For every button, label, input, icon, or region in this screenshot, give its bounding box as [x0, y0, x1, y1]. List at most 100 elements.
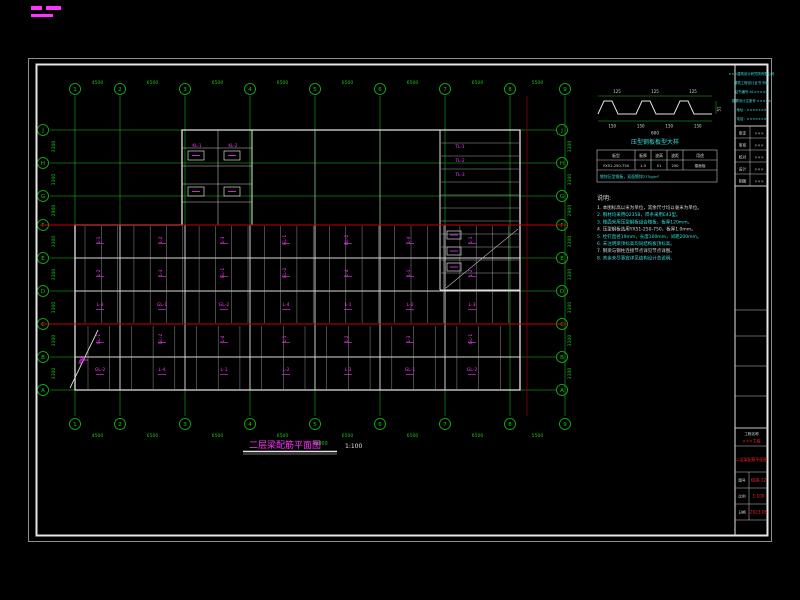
axis-bubble — [69, 83, 81, 95]
outer-border — [28, 58, 772, 542]
axis-bubble — [37, 157, 49, 169]
table-header: 板厚 — [639, 153, 647, 158]
axis-label: B — [560, 355, 564, 361]
beam-label: GL-2 — [282, 268, 288, 279]
dim-text-top: 6500 — [407, 80, 419, 86]
dim-text-left: 3300 — [51, 174, 57, 186]
deck-profile-detail — [597, 95, 717, 122]
field-label: 校对 — [739, 155, 747, 160]
axis-label: 4 — [248, 87, 252, 93]
dim-text-top: 6500 — [147, 80, 159, 86]
axis-label: 2 — [118, 87, 122, 93]
table-cell: YX51-250-750 — [603, 164, 630, 168]
beam-label: GL-2 — [158, 334, 164, 345]
core-opening — [187, 150, 205, 161]
joist-lines — [84, 142, 519, 389]
field-label: 审定 — [739, 131, 747, 136]
company-line: 电话：××××××× — [736, 116, 766, 121]
axis-label: 5 — [313, 87, 317, 93]
beam-label: L-2 — [468, 269, 474, 276]
stair-opening — [446, 262, 462, 272]
axis-label: 8 — [508, 422, 512, 428]
beam-label: L-1 — [406, 269, 412, 276]
axis-bubble — [374, 418, 386, 430]
dim-text-total: 49000 — [312, 441, 327, 447]
axis-bubble — [556, 285, 568, 297]
field-label: 制图 — [739, 179, 747, 184]
axis-bubble — [179, 83, 191, 95]
sheet-border — [28, 58, 772, 542]
axis-label: E — [560, 256, 564, 262]
notes-block: 说明:1. 本图标高以米为单位，其余尺寸均以毫米为单位。2. 钢材均采用Q235… — [597, 194, 702, 261]
table-header: 板型 — [612, 153, 620, 158]
axis-label: A — [560, 388, 564, 394]
beam-label: L-4 — [406, 236, 412, 243]
axis-label: 1 — [73, 422, 77, 428]
beam-label: L-4 — [158, 367, 165, 373]
dim-text-left: 2900 — [51, 205, 57, 217]
axis-bubble — [309, 83, 321, 95]
axis-bubble — [309, 418, 321, 430]
dim-text-bottom: 6500 — [212, 433, 224, 439]
axis-bubble — [556, 124, 568, 136]
axis-bubble — [244, 418, 256, 430]
beam-label: GL-1 — [282, 235, 288, 246]
beam-label: L-2 — [282, 367, 289, 373]
dim-text-right: 3300 — [567, 141, 573, 153]
axis-label: 9 — [563, 87, 567, 93]
axis-label: 5 — [313, 422, 317, 428]
dim-text-top: 5500 — [532, 80, 544, 86]
axis-bubble — [556, 157, 568, 169]
axis-bubble — [37, 190, 49, 202]
axis-label: 9 — [563, 422, 567, 428]
axis-label: A — [41, 388, 45, 394]
beam-label: GL-1 — [405, 367, 416, 373]
core-opening — [187, 186, 205, 197]
note-line: 5. 栓钉直径19mm，长度100mm，间距200mm。 — [597, 233, 701, 240]
axis-label: G — [41, 194, 45, 200]
plot-stamp-mark — [31, 6, 42, 10]
note-line: 2. 钢材均采用Q235B，焊条采用E43型。 — [597, 211, 681, 218]
field-value: ××× — [754, 167, 764, 172]
axis-label: 3 — [183, 87, 187, 93]
plot-stamp — [31, 6, 61, 17]
beam-label: GL-2 — [344, 235, 350, 246]
beam-label: GL-1 — [96, 334, 102, 345]
dim-text-right: 3300 — [567, 236, 573, 248]
dim-text-top: 6500 — [342, 80, 354, 86]
dim-text-bottom: 6500 — [277, 433, 289, 439]
deck-table: 板型YX51-250-750板厚1.0波高51波距250用途楼面板镀锌压型钢板，… — [596, 149, 718, 183]
info-label: 图号 — [738, 478, 746, 483]
dim-text-left: 3300 — [51, 368, 57, 380]
axis-label: D — [41, 289, 45, 295]
axis-label: 4 — [248, 422, 252, 428]
axis-label: C — [41, 322, 45, 328]
stair-flight-line — [445, 228, 519, 289]
dim-text-top: 6500 — [212, 80, 224, 86]
beam-label: L-1 — [282, 335, 288, 342]
ramp-label: 坡道 — [76, 354, 87, 366]
beam-label: L-1 — [220, 367, 227, 373]
axis-label: B — [41, 355, 45, 361]
table-note: 镀锌压型钢板，双面镀锌275g/m² — [600, 174, 660, 179]
dim-text-top: 6500 — [472, 80, 484, 86]
beam-label: L-3 — [220, 236, 226, 243]
deck-dim-total: 600 — [651, 131, 659, 136]
axis-bubble — [504, 83, 516, 95]
red-axis-lines — [40, 96, 568, 416]
company-line: 建筑工程设计证书 甲级 — [734, 80, 770, 85]
axis-label: F — [560, 223, 563, 229]
drawing-title-group: 二层梁配筋平面图 1:100 — [243, 439, 362, 455]
beam-label: L-4 — [220, 335, 226, 342]
axis-label: E — [41, 256, 45, 262]
axis-label: G — [560, 194, 564, 200]
axis-label: 7 — [443, 87, 447, 93]
axis-bubble — [114, 83, 126, 95]
dim-text-left: 3300 — [51, 236, 57, 248]
axis-bubble — [37, 124, 49, 136]
core-label: KL-2 — [228, 143, 238, 148]
dim-text-left: 3300 — [51, 141, 57, 153]
core-opening — [223, 150, 241, 161]
info-value: 结施-12 — [751, 477, 767, 484]
